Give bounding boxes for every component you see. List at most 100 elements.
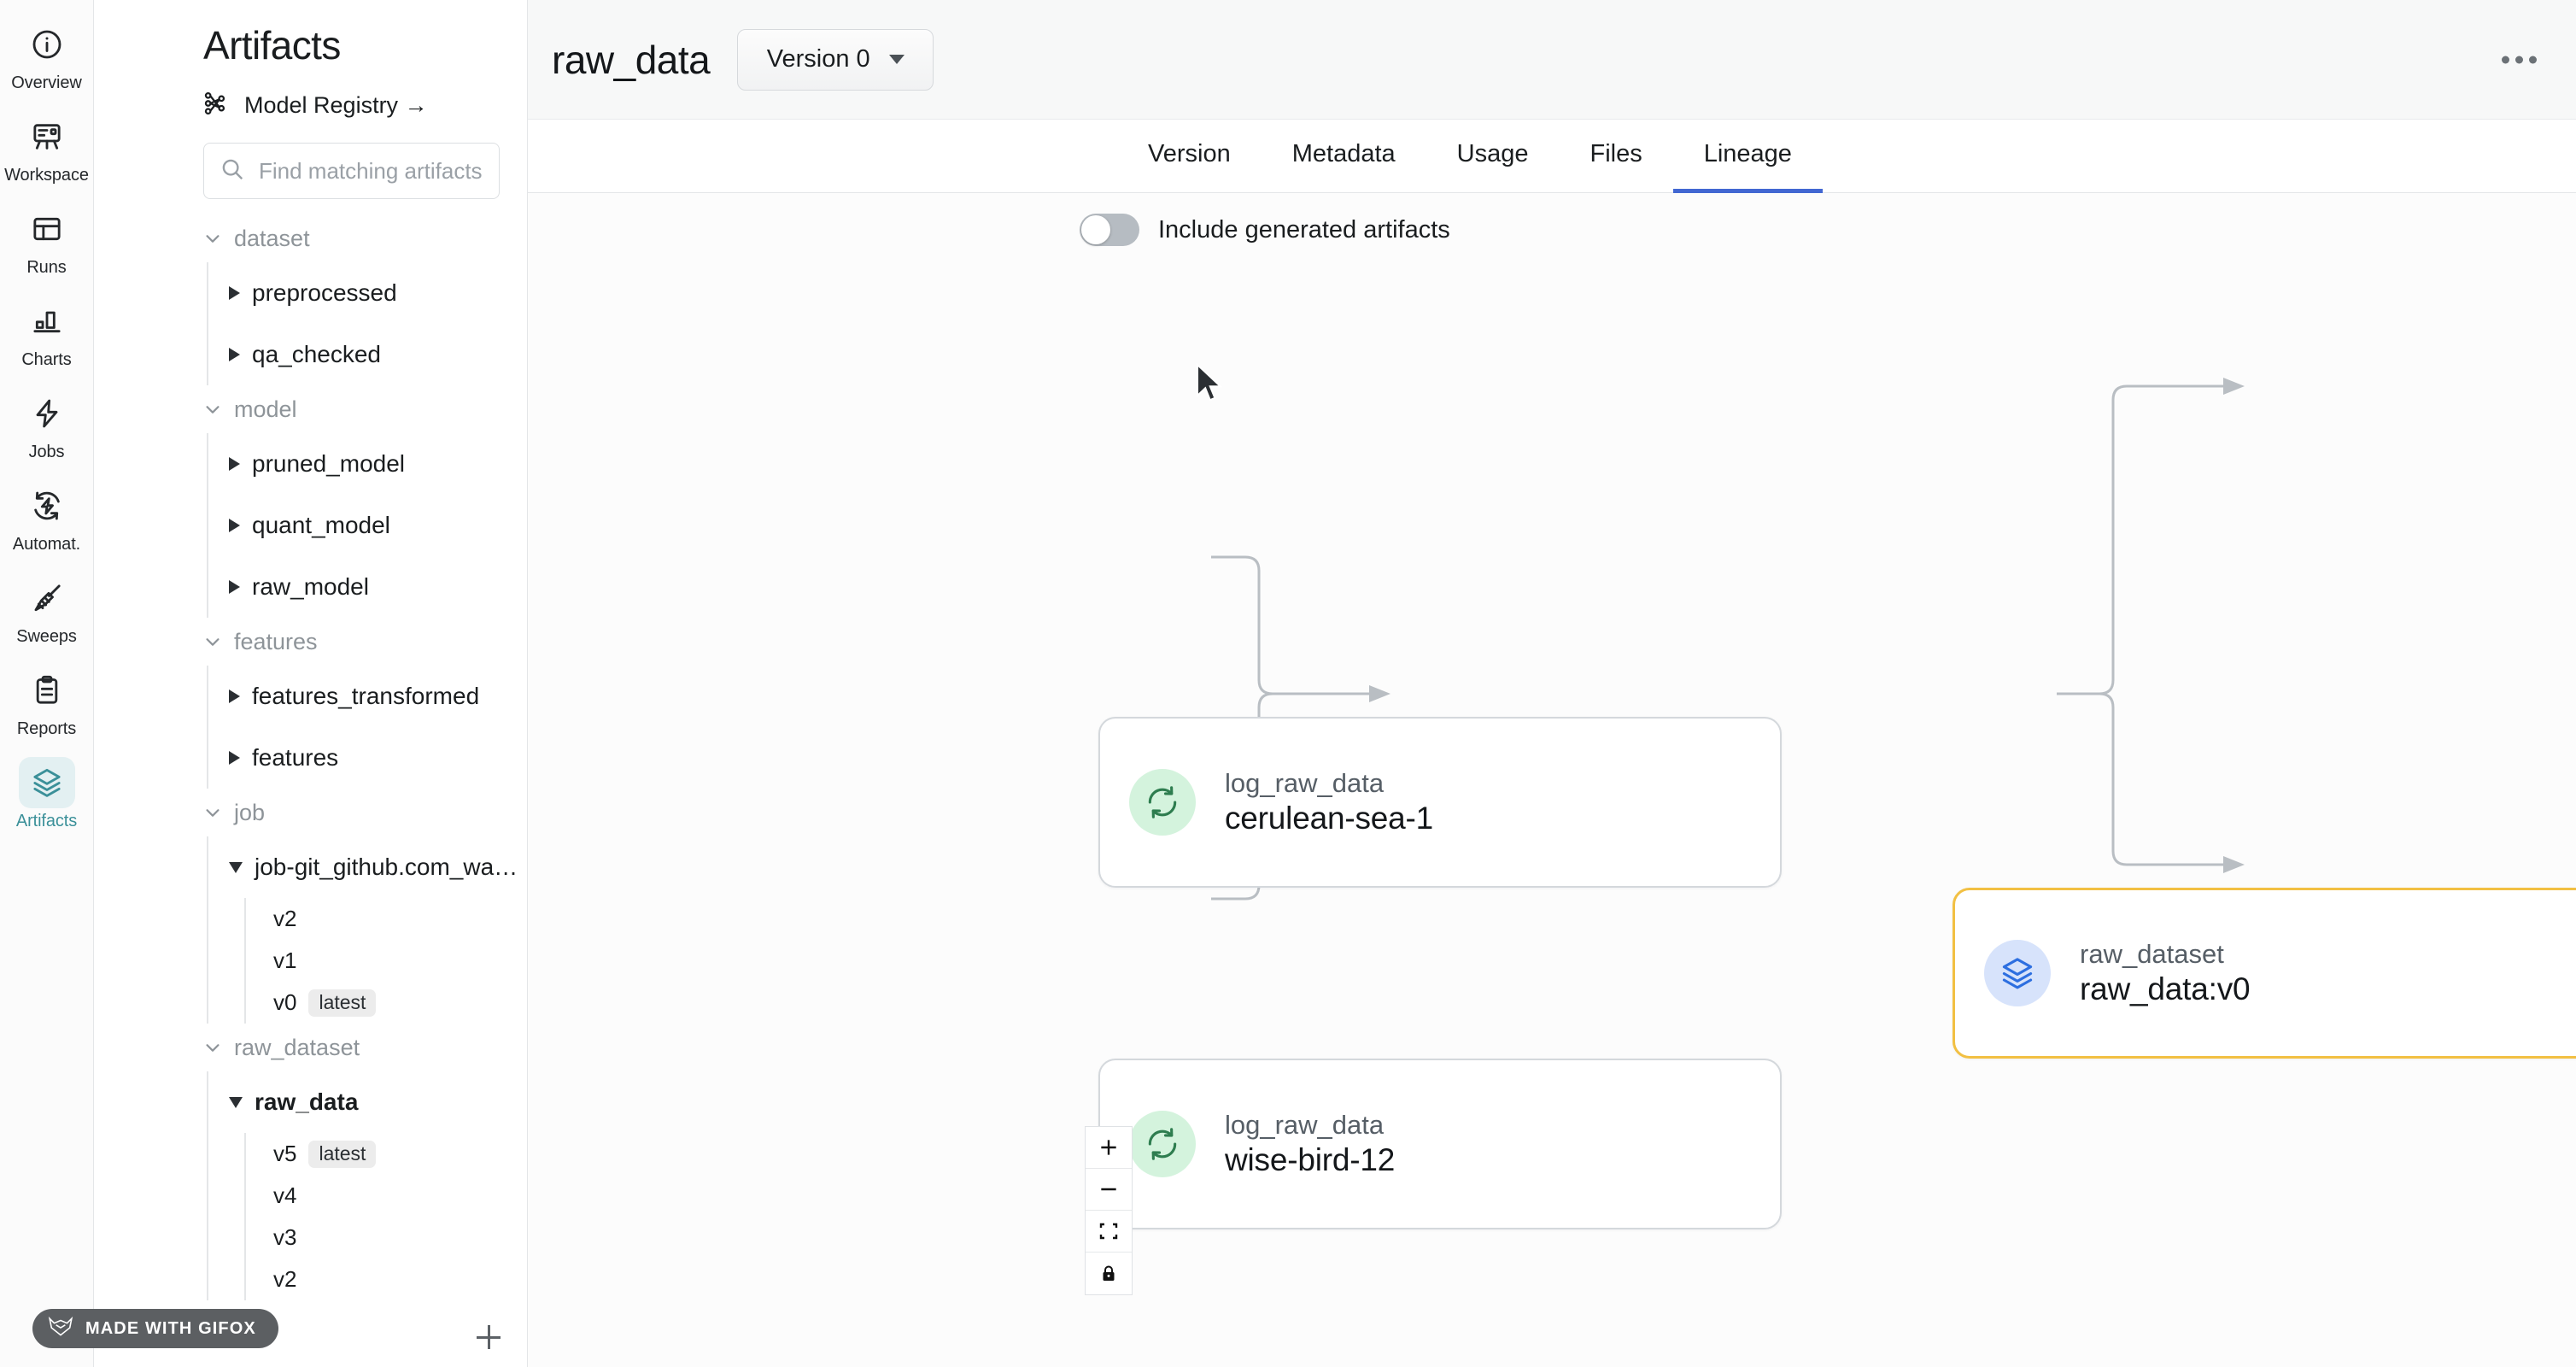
nav-item-label: Workspace xyxy=(4,166,89,185)
tree-version-v2[interactable]: v2 xyxy=(265,898,527,940)
tree-node-raw_model[interactable]: raw_model xyxy=(225,556,527,618)
tree-version-v3[interactable]: v3 xyxy=(265,1217,527,1258)
tree-node-quant_model[interactable]: quant_model xyxy=(225,495,527,556)
tree-node-label: qa_checked xyxy=(252,341,382,367)
version-select-label: Version 0 xyxy=(766,45,870,73)
tree-version-v1[interactable]: v1 xyxy=(265,940,527,982)
artifact-header: raw_data Version 0 xyxy=(528,0,2576,120)
tree-node-label: pruned_model xyxy=(252,450,406,477)
tree-node-label: features xyxy=(252,744,339,771)
tree-group-dataset[interactable]: dataset xyxy=(203,214,527,262)
caret-right-icon xyxy=(229,689,240,703)
tab-version[interactable]: Version xyxy=(1148,140,1231,167)
tree-node-qa_checked[interactable]: qa_checked xyxy=(225,324,527,385)
tree-version-label: v5 xyxy=(273,1141,297,1166)
more-options-button[interactable] xyxy=(2491,45,2547,73)
tree-node-features[interactable]: features xyxy=(225,727,527,789)
dot xyxy=(2515,56,2523,63)
version-select[interactable]: Version 0 xyxy=(737,28,934,91)
tree-version-v2[interactable]: v2 xyxy=(265,1258,527,1300)
dot xyxy=(2529,56,2537,63)
tree-node-label: quant_model xyxy=(252,512,390,538)
tree-node-preprocessed[interactable]: preprocessed xyxy=(225,262,527,324)
dot xyxy=(2502,56,2509,63)
search-placeholder: Find matching artifacts xyxy=(259,157,483,184)
tree-version-label: v2 xyxy=(273,906,297,931)
clipboard-icon xyxy=(19,665,75,716)
nav-item-reports[interactable]: Reports xyxy=(3,665,91,738)
bolt-icon xyxy=(19,388,75,439)
tab-files[interactable]: Files xyxy=(1590,140,1642,167)
tree-node-label: raw_data xyxy=(255,1088,359,1115)
include-generated-artifacts-toggle[interactable] xyxy=(1080,214,1139,246)
page-title: Artifacts xyxy=(203,23,341,67)
chevron-down-icon xyxy=(203,632,222,651)
tree-node-raw_data[interactable]: raw_data xyxy=(225,1071,527,1133)
zoom-out-button[interactable] xyxy=(1086,1169,1132,1211)
lineage-node-title: wise-bird-12 xyxy=(1225,1142,1396,1177)
nav-item-jobs[interactable]: Jobs xyxy=(3,388,91,461)
lineage-node-title: raw_data:v0 xyxy=(2080,971,2251,1006)
run-refresh-icon xyxy=(1129,769,1196,836)
tree-group-label: model xyxy=(234,396,297,422)
tree-version-v4[interactable]: v4 xyxy=(265,1175,527,1217)
nav-item-overview[interactable]: Overview xyxy=(3,19,91,92)
toggle-knob xyxy=(1081,215,1110,244)
dataset-layers-icon xyxy=(1984,940,2051,1006)
nav-item-workspace[interactable]: Workspace xyxy=(3,111,91,185)
nav-item-artifacts[interactable]: Artifacts xyxy=(3,757,91,830)
tree-group-label: job xyxy=(234,799,266,825)
latest-badge: latest xyxy=(308,989,377,1017)
tree-group-model[interactable]: model xyxy=(203,385,527,433)
broom-icon xyxy=(19,572,75,624)
model-registry-link[interactable]: Model Registry → xyxy=(94,77,527,134)
tree-group-raw_dataset[interactable]: raw_dataset xyxy=(203,1024,527,1071)
tab-lineage[interactable]: Lineage xyxy=(1672,120,1823,193)
model-registry-icon xyxy=(203,89,232,122)
zoom-in-button[interactable] xyxy=(1086,1127,1132,1169)
nav-item-sweeps[interactable]: Sweeps xyxy=(3,572,91,646)
tree-node-features_transformed[interactable]: features_transformed xyxy=(225,666,527,727)
artifacts-sidebar: Artifacts Model Registry → Find matching… xyxy=(94,0,528,1367)
chevron-down-icon xyxy=(203,1038,222,1057)
tree-node-jobgit_githubcom_wa[interactable]: job-git_github.com_wa… xyxy=(225,836,527,898)
nav-item-label: Jobs xyxy=(28,443,65,461)
tree-version-label: v4 xyxy=(273,1182,297,1208)
nav-item-label: Reports xyxy=(16,719,77,738)
add-artifact-button[interactable] xyxy=(469,1317,508,1357)
tree-group-features[interactable]: features xyxy=(203,618,527,666)
lineage-node-subtitle: log_raw_data xyxy=(1225,768,1385,798)
nav-item-automat[interactable]: Automat. xyxy=(3,480,91,554)
search-input[interactable]: Find matching artifacts xyxy=(203,143,500,199)
table-icon xyxy=(19,203,75,255)
tab-metadata[interactable]: Metadata xyxy=(1291,140,1396,167)
nav-item-runs[interactable]: Runs xyxy=(3,203,91,277)
tab-usage[interactable]: Usage xyxy=(1456,140,1529,167)
caret-right-icon xyxy=(229,348,240,361)
nav-item-label: Overview xyxy=(11,73,82,92)
tree-node-pruned_model[interactable]: pruned_model xyxy=(225,433,527,495)
nav-item-charts[interactable]: Charts xyxy=(3,296,91,369)
fit-view-button[interactable] xyxy=(1086,1211,1132,1253)
chevron-down-icon xyxy=(203,400,222,419)
gifox-label: MADE WITH GIFOX xyxy=(85,1318,256,1338)
artifact-tabs: Version Metadata Usage Files Lineage xyxy=(528,120,2576,193)
lock-button[interactable] xyxy=(1086,1253,1132,1294)
tree-node-label: features_transformed xyxy=(252,683,480,709)
tree-group-job[interactable]: job xyxy=(203,789,527,836)
tree-node-label: raw_model xyxy=(252,573,369,600)
tree-node-label: job-git_github.com_wa… xyxy=(255,854,518,880)
nav-item-label: Artifacts xyxy=(15,812,78,830)
tree-group-children: features_transformed features xyxy=(207,666,527,789)
